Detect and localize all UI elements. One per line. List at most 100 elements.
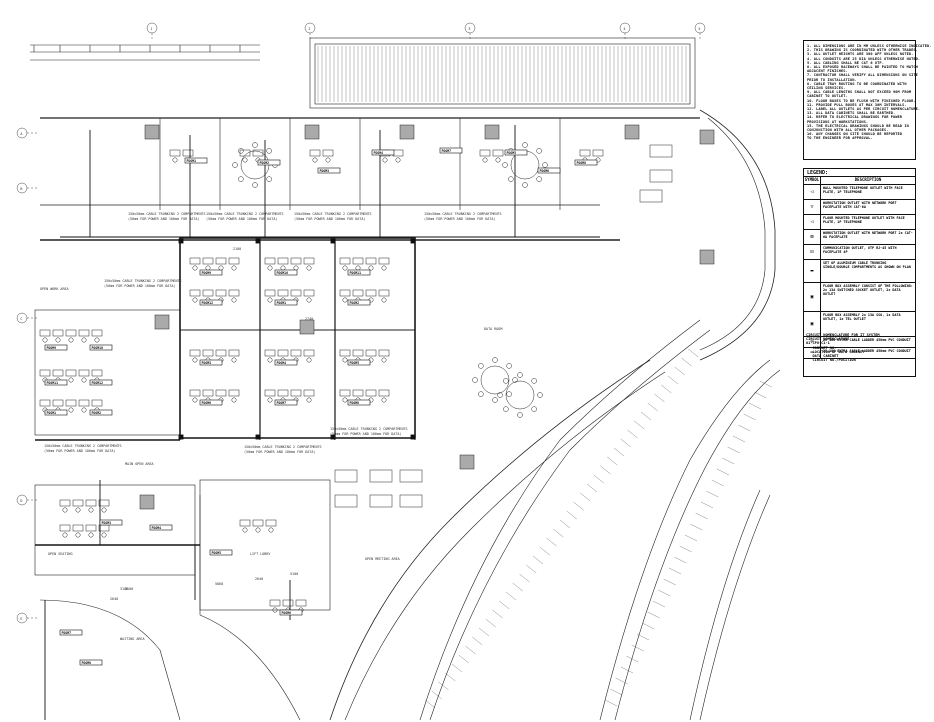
sofa: [334, 494, 358, 508]
note-line: 7. CONTRACTOR SHALL VERIFY ALL DIMENSION…: [807, 73, 918, 78]
sofa: [649, 144, 673, 158]
trunking-sublabel: (50mm FOR POWER AND 100mm FOR DATA): [294, 217, 365, 221]
chair: [306, 357, 312, 363]
chair: [381, 297, 387, 303]
room-label: OPEN WORK AREA: [40, 287, 69, 291]
workstation-desk: [215, 257, 227, 265]
workstation-desk: [339, 289, 351, 297]
note-line: 9. ALL CABLE LENGTHS SHALL NOT EXCEED 90…: [807, 90, 912, 95]
chair: [492, 357, 498, 363]
chair: [542, 162, 548, 168]
outlet-tag: FOOM1: [184, 157, 208, 164]
outlet-tag: FOOM6: [199, 399, 223, 406]
workstation-desk: [277, 257, 289, 265]
outlet-tag-frame: [209, 549, 233, 556]
pull-box: [330, 238, 336, 244]
workstation-desk: [65, 329, 77, 337]
chair: [218, 265, 224, 271]
chair: [81, 407, 87, 413]
pull-box: [178, 238, 184, 244]
outlet-tag-frame: [274, 299, 298, 306]
workstation-desk: [277, 349, 289, 357]
circuit-title: CIRCUIT NOMENCLATURE FOR IT SYSTEM: [806, 333, 880, 337]
outlet-tag-label: FOOM4: [277, 361, 287, 365]
workstation-desk: [290, 349, 302, 357]
workstation-desk: [264, 349, 276, 357]
outlet-tag: FOOM5: [504, 149, 528, 156]
legend-header-row: SYMBOL DESCRIPTION: [804, 177, 915, 185]
dimension-label: 2640: [255, 577, 263, 581]
outlet-tag-frame: [89, 379, 113, 386]
legend-row: ⊠WORKSTATION OUTLET WITH NETWORK PORT 2x…: [804, 230, 915, 245]
note-line: 4. ALL CONDUITS ARE 25 DIA UNLESS OTHERW…: [807, 56, 921, 61]
structural-column: [154, 314, 170, 330]
chair: [267, 397, 273, 403]
chair: [342, 265, 348, 271]
chair: [381, 397, 387, 403]
workstation-desk: [202, 349, 214, 357]
workstation-desk: [322, 149, 334, 157]
outlet-tag-frame: [537, 167, 561, 174]
chair: [81, 337, 87, 343]
workstation-desk: [479, 149, 491, 157]
workstation-desk: [282, 599, 294, 607]
room-label: DATA ROOM: [484, 327, 502, 331]
round-table: [480, 365, 510, 395]
workstation-desk: [189, 389, 201, 397]
dimension-label: 2100: [233, 247, 241, 251]
trunking-label: 150x50mm CABLE TRUNKING 2 COMPARTMENTS: [128, 212, 206, 216]
round-table: [505, 380, 535, 410]
outlet-tag-label: FOOM3: [202, 361, 212, 365]
grid-label: 5: [698, 27, 700, 31]
chair: [231, 265, 237, 271]
legend-symbol-icon: ▣: [804, 312, 821, 336]
chair: [267, 265, 273, 271]
general-notes-box: 1. ALL DIMENSIONS ARE IN MM UNLESS OTHER…: [803, 40, 931, 160]
grid-label: E: [20, 617, 22, 621]
outlet-tag-label: FOOM11: [47, 381, 59, 385]
legend-symbol-icon: ═: [804, 337, 821, 347]
legend-row: ═2X 100 EXTRA CABLE LADDER 450mm PVC CON…: [804, 337, 915, 348]
note-line: CONJUNCTION WITH ALL OTHER PACKAGES.: [807, 128, 889, 133]
outlet-tag-frame: [279, 609, 303, 616]
workstation-desk: [378, 289, 390, 297]
structural-column: [399, 124, 415, 140]
workstation-desk: [295, 599, 307, 607]
chair: [192, 397, 198, 403]
legend-description: FLOOR MOUNTED TELEPHONE OUTLET WITH FACE…: [823, 216, 905, 224]
chair: [293, 265, 299, 271]
workstation-desk: [65, 369, 77, 377]
legend-row: ▬SET OF ALUMINIUM CABLE TRUNKING SINGLE/…: [804, 260, 915, 283]
outlet-tag-label: FOOM2: [350, 301, 360, 305]
grid-label: D: [20, 499, 22, 503]
outlet-tag-frame: [371, 149, 395, 156]
note-line: 14. REFER TO ELECTRICAL DRAWINGS FOR POW…: [807, 115, 903, 120]
pull-box: [178, 434, 184, 440]
legend-symbol-icon: ⊠: [804, 230, 821, 244]
chair: [497, 392, 503, 398]
legend-row: ═2X 100 EXTRA CABLE LADDER 450mm PVC CON…: [804, 348, 915, 359]
chair: [42, 337, 48, 343]
note-line: CABINET TO OUTLET.: [807, 94, 848, 99]
structural-column: [459, 454, 475, 470]
outlet-tag-frame: [439, 147, 463, 154]
outlet-tag: FOOM7: [274, 399, 298, 406]
note-line: 15. THE ELECTRICAL DRAWINGS SHOULD BE RE…: [807, 123, 909, 128]
chair: [266, 148, 272, 154]
outlet-tag-label: FOOM4: [152, 526, 162, 530]
workstation-desk: [378, 349, 390, 357]
room-label: WAITING AREA: [120, 637, 145, 641]
chair: [325, 157, 331, 163]
outlet-tag-label: FOOM12: [92, 381, 104, 385]
chair: [238, 148, 244, 154]
outlet-tag-frame: [89, 344, 113, 351]
chair: [266, 176, 272, 182]
workstation-desk: [215, 289, 227, 297]
note-line: 11. PROVIDE PULL BOXES AT MAX 30M INTERV…: [807, 102, 907, 107]
note-line: 5. ALL CABLING SHALL BE CAT 6 UTP.: [807, 60, 884, 65]
chair: [368, 265, 374, 271]
outlet-tag-frame: [89, 409, 113, 416]
workstation-desk: [169, 149, 181, 157]
outlet-tag-label: FOOM8: [350, 401, 360, 405]
outlet-tag-frame: [184, 157, 208, 164]
